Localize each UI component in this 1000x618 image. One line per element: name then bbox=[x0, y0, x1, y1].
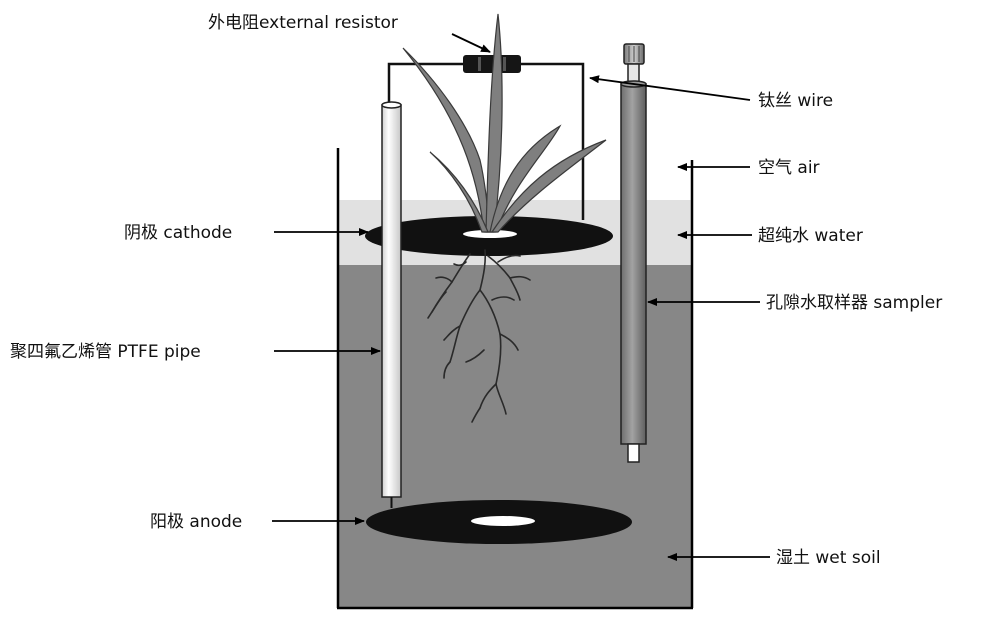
pore-water-sampler bbox=[620, 43, 647, 463]
external-resistor bbox=[463, 55, 521, 73]
plant-leaves bbox=[402, 13, 607, 233]
label-sampler: 孔隙水取样器 sampler bbox=[766, 293, 942, 313]
label-arrows bbox=[272, 33, 770, 561]
label-air: 空气 air bbox=[758, 158, 820, 178]
ptfe-pipe bbox=[381, 101, 402, 508]
label-ptfe-pipe: 聚四氟乙烯管 PTFE pipe bbox=[10, 342, 201, 362]
arrow-external-resistor bbox=[451, 33, 491, 53]
label-cathode: 阴极 cathode bbox=[124, 223, 232, 243]
label-external-resistor: 外电阻external resistor bbox=[208, 13, 398, 33]
label-wet-soil: 湿土 wet soil bbox=[776, 548, 881, 568]
label-anode: 阳极 anode bbox=[150, 512, 242, 532]
label-water: 超纯水 water bbox=[758, 226, 863, 246]
anode-electrode bbox=[366, 500, 632, 544]
arrow-wire bbox=[589, 75, 751, 101]
plant-roots bbox=[427, 249, 531, 423]
label-wire: 钛丝 wire bbox=[758, 91, 833, 111]
cathode-electrode bbox=[365, 216, 613, 256]
